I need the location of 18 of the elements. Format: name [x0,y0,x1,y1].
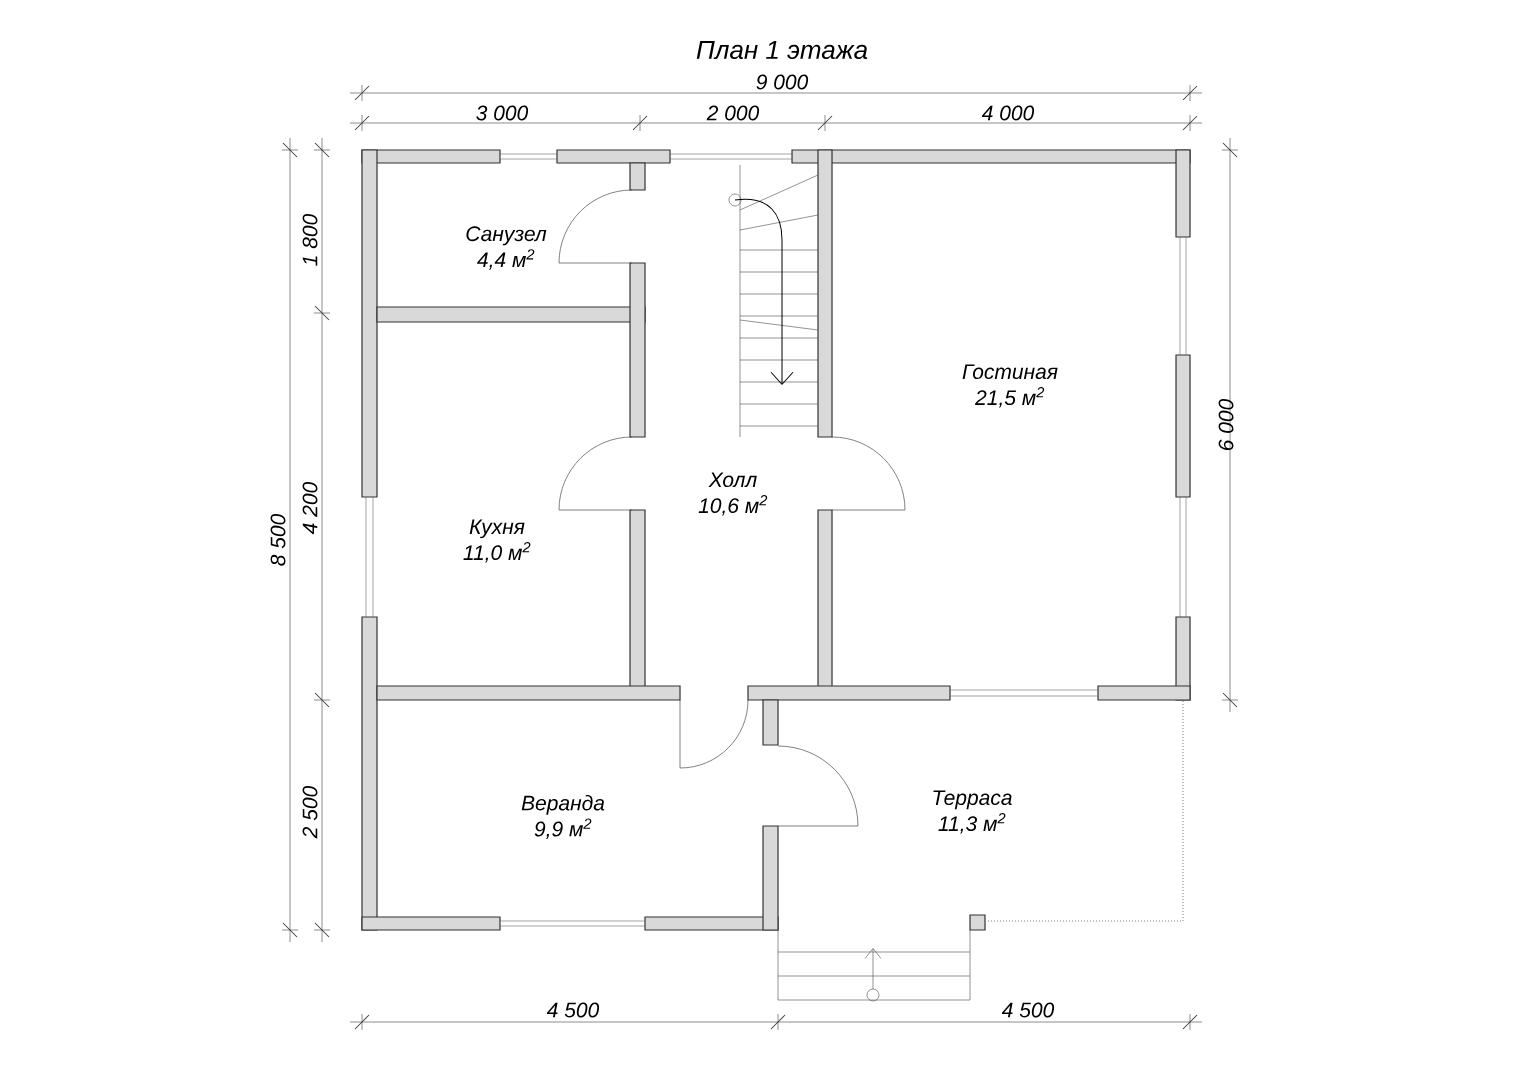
dimension-label: 4 500 [546,1002,600,1018]
room-label: Гостиная 21,5 м$^{2}$ [962,364,1058,408]
dimension-label: 6 000 [1218,398,1234,451]
dimension-label: 2 500 [302,785,318,839]
room-label: Веранда 9,9 м$^{2}$ [521,795,605,839]
dimension-label: 2 000 [706,105,760,121]
room-label: Санузел 4,4 м$^{2}$ [466,226,547,270]
dimension-label: 4 000 [981,105,1035,121]
room-label: Кухня 11,0 м$^{2}$ [463,519,531,563]
title: План 1 этажа [696,40,868,60]
dimension-label: 8 500 [270,513,286,566]
dimension-label: 3 000 [476,105,529,121]
dimension-label: 1 800 [302,213,318,266]
dimension-label: 4 200 [302,481,318,535]
dimension-label: 9 000 [756,74,809,90]
room-label: Терраса 11,3 м$^{2}$ [933,790,1012,834]
dimension-label: 4 500 [1001,1002,1055,1018]
room-label: Холл 10,6 м$^{2}$ [698,472,768,516]
